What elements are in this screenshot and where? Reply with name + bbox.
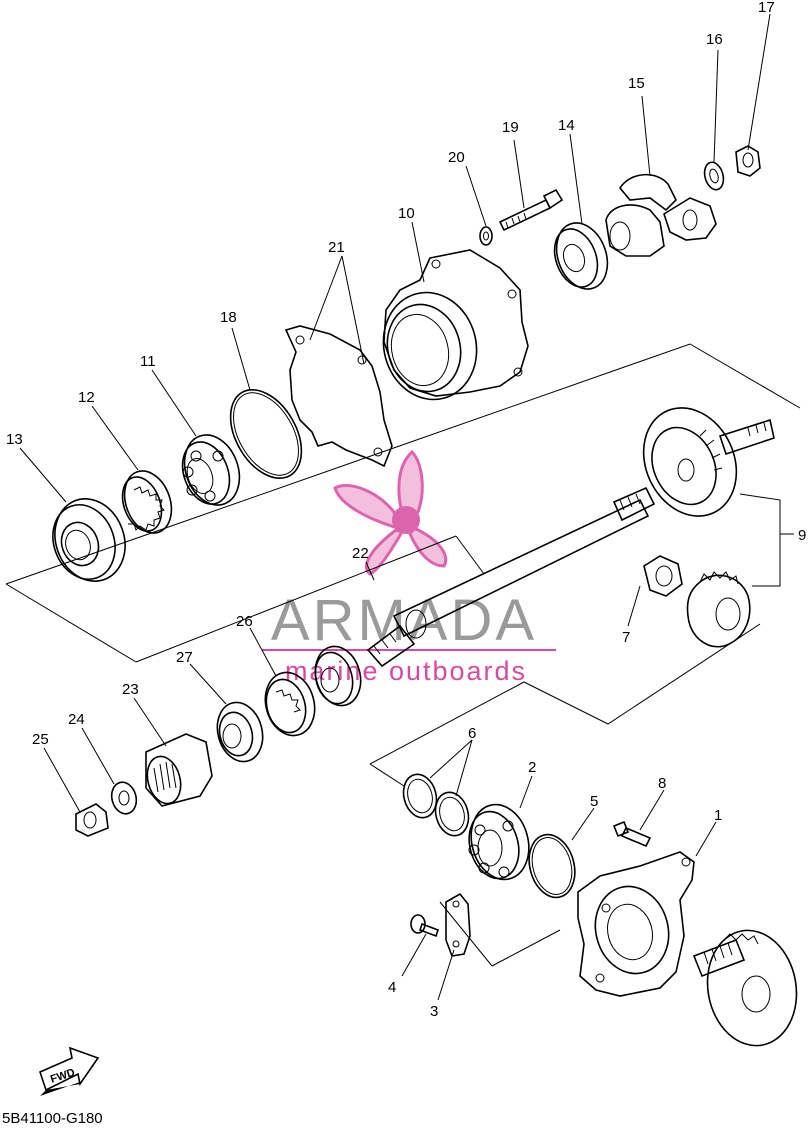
part-19-bolt — [498, 188, 564, 232]
callout-22: 22 — [352, 545, 369, 562]
callout-9: 9 — [798, 527, 806, 544]
part-20-washer — [479, 226, 493, 246]
part-26-bearing — [314, 645, 362, 707]
part-2-ball-bearing — [468, 803, 530, 881]
callout-21: 21 — [328, 239, 345, 256]
drawing-code: 5B41100-G180 — [2, 1110, 103, 1127]
callout-4: 4 — [388, 979, 396, 996]
part-23-coupling — [145, 733, 213, 807]
callout-8: 8 — [658, 775, 666, 792]
callout-3: 3 — [430, 1003, 438, 1020]
callout-10: 10 — [398, 205, 415, 222]
part-15-yoke — [605, 173, 717, 257]
part-11-ball-bearing — [181, 434, 241, 506]
callout-15: 15 — [628, 75, 645, 92]
part-17-nut — [735, 145, 761, 177]
callout-18: 18 — [220, 309, 237, 326]
part-1-cover-housing — [577, 851, 695, 997]
part-14-bearing — [553, 222, 609, 290]
callout-23: 23 — [122, 681, 139, 698]
part-18-o-ring — [229, 389, 303, 479]
part-13-bearing — [52, 498, 126, 582]
callout-17: 17 — [758, 0, 775, 16]
part-5-o-ring — [528, 833, 576, 899]
assembly-outline — [5, 343, 801, 967]
part-3-plate — [445, 892, 471, 957]
callout-26: 26 — [236, 613, 253, 630]
watermark-logo: ARMADA marine outboards — [262, 449, 556, 686]
callout-2: 2 — [528, 759, 536, 776]
callout-13: 13 — [6, 431, 23, 448]
part-24-washer — [110, 781, 138, 815]
part-22-drive-shaft — [366, 486, 656, 668]
callout-14: 14 — [558, 117, 575, 134]
part-6-shims — [402, 773, 470, 837]
callout-20: 20 — [448, 149, 465, 166]
part-27-seal-assembly — [216, 671, 316, 763]
callout-7: 7 — [622, 629, 630, 646]
callout-labels: 1 2 3 4 5 6 7 8 9 10 11 12 13 14 15 16 1… — [6, 0, 806, 1020]
callout-19: 19 — [502, 119, 519, 136]
callout-6: 6 — [468, 725, 476, 742]
part-25-nut — [75, 803, 109, 837]
pinion-gear — [692, 929, 798, 1047]
callout-1: 1 — [714, 807, 722, 824]
propeller-icon — [333, 449, 447, 576]
watermark-brand: ARMADA — [271, 588, 537, 653]
part-16-washer — [703, 161, 725, 191]
callout-11: 11 — [140, 353, 156, 370]
part-8-bolt — [612, 820, 652, 848]
callout-5: 5 — [590, 793, 598, 810]
callout-25: 25 — [32, 731, 49, 748]
callout-12: 12 — [78, 389, 95, 406]
part-12-spline-collar — [121, 470, 173, 534]
part-4-screw — [410, 914, 440, 938]
callout-27: 27 — [176, 649, 193, 666]
watermark-subtitle: marine outboards — [285, 656, 527, 686]
part-10-housing — [382, 249, 529, 401]
callout-16: 16 — [706, 31, 723, 48]
leader-lines — [19, 13, 794, 1001]
part-7-nut — [643, 555, 683, 597]
part-21-gasket — [284, 325, 393, 468]
part-9-gear-set — [642, 407, 775, 648]
callout-24: 24 — [68, 711, 85, 728]
fwd-arrow: FWD — [39, 1046, 100, 1096]
